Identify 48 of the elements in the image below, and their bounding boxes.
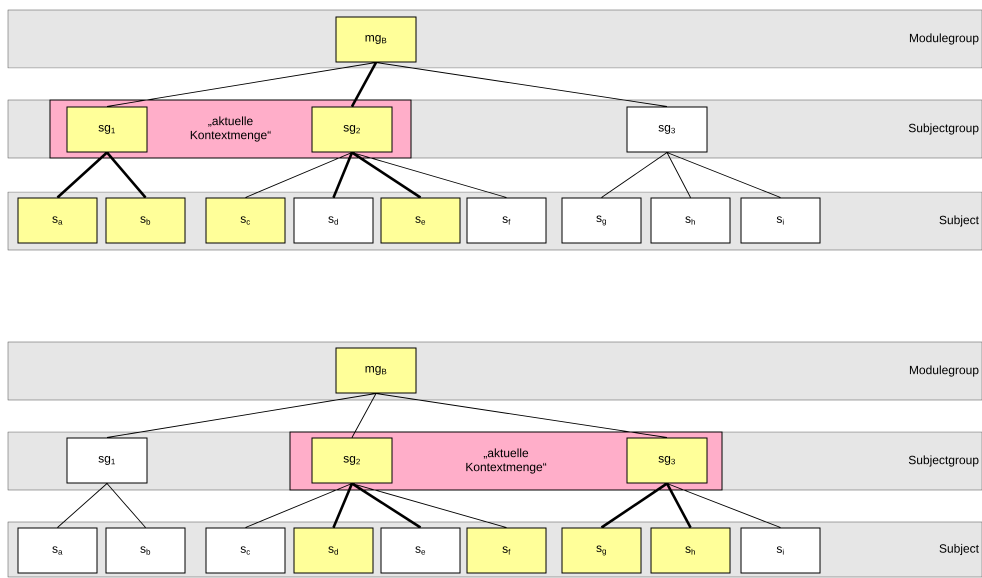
connector-line bbox=[106, 483, 146, 528]
node-box: mg$_{B}$ bbox=[336, 16, 416, 62]
node-box: s$_{i}$ bbox=[740, 528, 820, 574]
connector-line bbox=[352, 483, 507, 528]
node-box: s$_{f}$ bbox=[466, 198, 546, 244]
connector-line bbox=[106, 62, 376, 107]
node-box: sg$_{2}$ bbox=[312, 106, 392, 152]
node-box: s$_{c}$ bbox=[206, 528, 286, 574]
node-box: s$_{i}$ bbox=[740, 198, 820, 244]
node-box: s$_{c}$ bbox=[206, 198, 286, 244]
connector-line bbox=[245, 483, 352, 528]
node-box: s$_{h}$ bbox=[650, 198, 730, 244]
node-box: s$_{a}$ bbox=[18, 198, 98, 244]
node-box: s$_{e}$ bbox=[380, 528, 460, 574]
node-box: s$_{d}$ bbox=[294, 198, 374, 244]
node-box: sg$_{3}$ bbox=[626, 106, 708, 152]
connector-line bbox=[666, 483, 781, 528]
node-box: s$_{f}$ bbox=[466, 528, 546, 574]
connector-line bbox=[666, 152, 781, 198]
connector-line bbox=[352, 393, 376, 438]
connector-line bbox=[666, 482, 692, 528]
node-box: s$_{b}$ bbox=[106, 528, 186, 574]
node-box: sg$_{1}$ bbox=[66, 106, 148, 152]
connector-line bbox=[352, 152, 507, 198]
connector-line bbox=[57, 483, 108, 528]
node-box: s$_{b}$ bbox=[106, 198, 186, 244]
node-box: mg$_{B}$ bbox=[336, 348, 416, 394]
connector-line bbox=[351, 151, 422, 199]
node-box: s$_{g}$ bbox=[562, 528, 642, 574]
connector-line bbox=[600, 482, 668, 529]
node-box: s$_{d}$ bbox=[294, 528, 374, 574]
connector-line bbox=[56, 152, 108, 198]
connector-line bbox=[666, 152, 691, 198]
connector-line bbox=[106, 393, 376, 438]
connector-line bbox=[332, 483, 354, 528]
connector-line bbox=[350, 62, 378, 108]
connector-line bbox=[245, 152, 352, 198]
node-box: s$_{g}$ bbox=[562, 198, 642, 244]
node-box: s$_{a}$ bbox=[18, 528, 98, 574]
connector-line bbox=[351, 482, 422, 529]
node-box: sg$_{2}$ bbox=[312, 438, 392, 484]
connector-line bbox=[332, 152, 354, 198]
node-box: s$_{e}$ bbox=[380, 198, 460, 244]
connector-line bbox=[106, 152, 146, 198]
node-box: sg$_{1}$ bbox=[66, 438, 148, 484]
node-box: sg$_{3}$ bbox=[626, 438, 708, 484]
node-box: s$_{h}$ bbox=[650, 528, 730, 574]
connector-line bbox=[601, 152, 668, 198]
